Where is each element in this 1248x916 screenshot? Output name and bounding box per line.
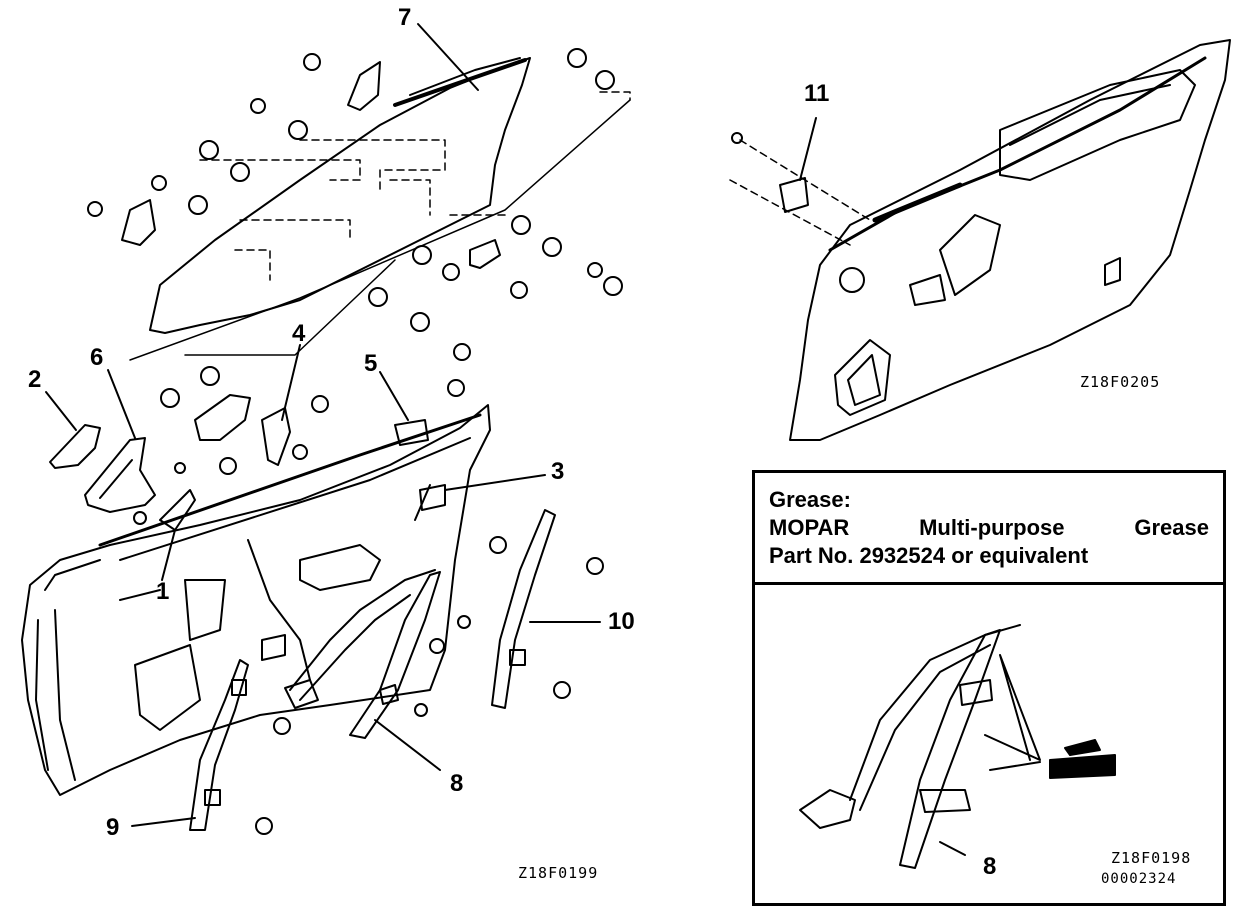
glass-dashed-guides	[199, 91, 631, 281]
door-trim-panel	[789, 39, 1231, 441]
grease-word-brand: MOPAR	[769, 515, 850, 540]
callout-5: 5	[364, 350, 378, 377]
figure-code-inset: Z18F0198	[1111, 849, 1192, 867]
inset-doc-number: 00002324	[1101, 871, 1177, 887]
door-shell	[21, 404, 491, 796]
figure-code-trim: Z18F0205	[1080, 373, 1161, 391]
callout-4: 4	[292, 320, 306, 347]
callout-1: 1	[156, 578, 170, 605]
callout-10: 10	[608, 608, 635, 635]
grease-header: Grease: MOPAR Multi-purpose Grease Part …	[755, 473, 1223, 585]
callout-9: 9	[106, 814, 120, 841]
figure-code-main: Z18F0199	[518, 864, 599, 882]
grease-word-grease: Grease	[1134, 515, 1209, 540]
grease-title: Grease:	[769, 487, 851, 512]
grease-part-number: Part No. 2932524 or equivalent	[769, 543, 1089, 568]
callout-2: 2	[28, 366, 42, 393]
callout-8: 8	[450, 770, 464, 797]
inset-callout-8: 8	[983, 853, 997, 880]
callout-7: 7	[398, 4, 412, 31]
grease-info-box: Grease: MOPAR Multi-purpose Grease Part …	[752, 470, 1226, 906]
callout-3: 3	[551, 458, 565, 485]
inset-regulator	[799, 624, 1116, 869]
grease-word-type: Multi-purpose	[919, 515, 1065, 540]
callout-11: 11	[804, 80, 830, 107]
callout-6: 6	[90, 344, 104, 371]
grease-product-line: MOPAR Multi-purpose Grease	[769, 515, 1209, 541]
door-glass-panel	[149, 57, 531, 334]
